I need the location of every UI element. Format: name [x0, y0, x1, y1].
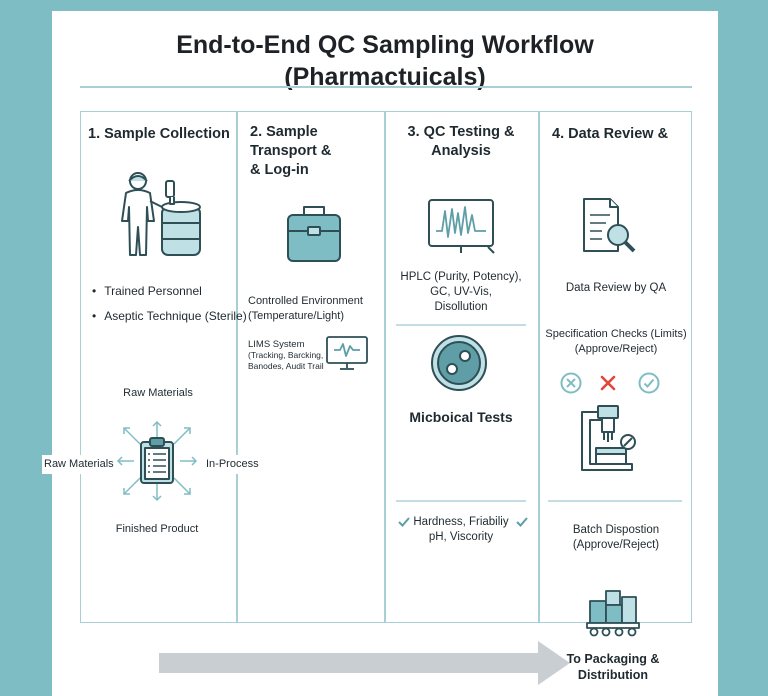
controlled-environment-text: Controlled Environment (Temperature/Ligh…: [248, 295, 363, 322]
step-3-heading: 3. QC Testing & Analysis: [407, 124, 515, 159]
circle-check-icon: [638, 372, 660, 394]
circle-x-icon: [560, 372, 582, 394]
bullet-aseptic-technique: Aseptic Technique (Sterile): [92, 309, 247, 324]
final-destination-label: To Packaging & Distribution: [566, 652, 660, 682]
hub-right-label: In-Process: [204, 455, 261, 474]
person-with-barrel-icon: [121, 172, 201, 256]
check-icon-right: [516, 517, 528, 527]
physical-tests-text: Hardness, Friabiliy pH, Viscority: [413, 516, 509, 543]
flow-arrow-shaft: [159, 653, 540, 673]
lims-system-text: LIMS System (Tracking, Barcking, Banodes…: [248, 339, 324, 371]
flow-arrow-head: [538, 641, 570, 685]
title-divider: [80, 86, 692, 88]
qa-review-text: Data Review by QA: [565, 282, 667, 294]
sample-hub-arrows: [116, 420, 198, 502]
column-3-divider-b: [396, 500, 526, 502]
packages-cart-icon: [586, 590, 640, 637]
workflow-panel: End-to-End QC Sampling Workflow (Pharmac…: [42, 11, 718, 696]
hub-top-label: Raw Materials: [123, 387, 193, 399]
step-4-heading: 4. Data Review &: [552, 126, 669, 142]
instrument-tests-text: HPLC (Purity, Potency), GC, UV-Vis, Diso…: [400, 271, 522, 313]
column-divider-3: [538, 111, 540, 623]
spec-checks-text: Specification Checks (Limits) (Approve/R…: [545, 328, 687, 355]
document-magnifier-icon: [583, 198, 636, 253]
column-4-divider: [548, 500, 682, 502]
bullet-trained-personnel: Trained Personnel: [92, 284, 202, 299]
title-line-1: End-to-End QC Sampling Workflow: [176, 31, 594, 59]
microscope-icon: [581, 405, 636, 471]
step-2-heading: 2. Sample Transport & & Log-in: [250, 124, 332, 178]
cooler-box-icon: [287, 206, 341, 262]
red-x-icon: [600, 375, 616, 391]
title-line-2: (Pharmactuicals): [284, 63, 486, 91]
column-3-divider-a: [396, 324, 526, 326]
column-divider-1: [236, 111, 238, 623]
column-divider-2: [384, 111, 386, 623]
hub-bottom-label: Finished Product: [115, 523, 199, 535]
hub-left-label: Raw Materials: [42, 455, 116, 474]
microbial-tests-label: Micboical Tests: [409, 409, 513, 425]
chromatograph-monitor-icon: [428, 199, 495, 254]
batch-disposition-text: Batch Dispostion (Approve/Reject): [572, 524, 660, 551]
step-1-heading: 1. Sample Collection: [88, 126, 230, 142]
monitor-waveform-icon: [326, 336, 368, 370]
workflow-columns-frame: [80, 111, 692, 623]
clipboard-icon: [140, 437, 174, 484]
petri-dish-icon: [431, 335, 487, 391]
check-icon-left: [398, 517, 410, 527]
